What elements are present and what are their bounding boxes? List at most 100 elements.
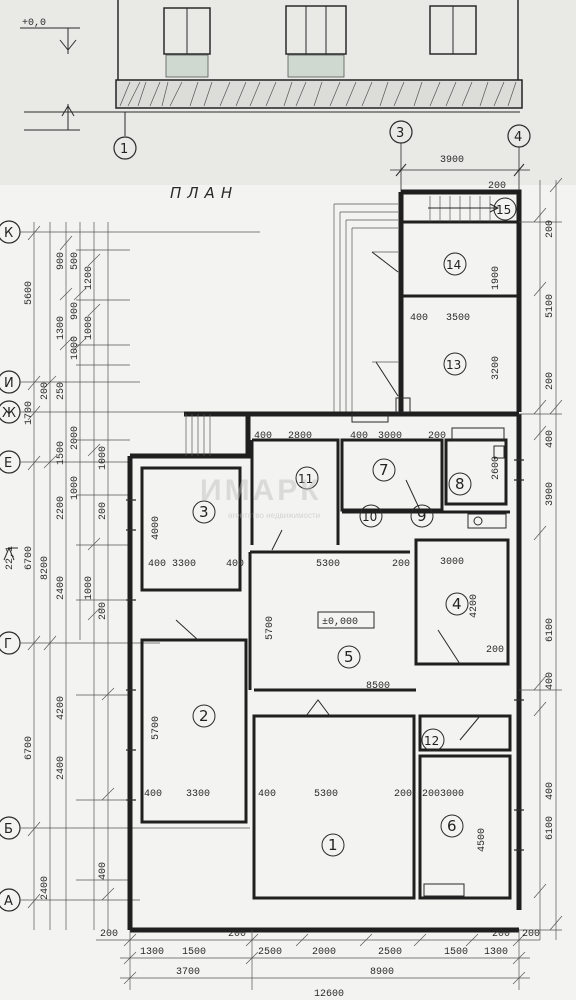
dim-bottom-8: 1500 bbox=[444, 947, 468, 958]
dim-r5-h: 5700 bbox=[265, 616, 276, 640]
watermark-brand: ИМАРК bbox=[200, 474, 322, 507]
dim-left-5: 8200 bbox=[40, 556, 51, 580]
dim-r13-w: 3500 bbox=[446, 313, 470, 324]
dim-r7-l: 400 bbox=[350, 431, 368, 442]
dim-bottom-4: 200 bbox=[228, 929, 246, 940]
room-15-label: 15 bbox=[496, 203, 511, 217]
dim-r2-w: 3300 bbox=[186, 789, 210, 800]
dim-right-4: 400 bbox=[545, 430, 556, 448]
dim-r5-w: 5300 bbox=[316, 559, 340, 570]
room-10-label: 10 bbox=[362, 510, 377, 524]
dim-side-22: 22,1 bbox=[5, 546, 16, 570]
dim-left-27: 200 bbox=[40, 382, 51, 400]
dim-right-1: 200 bbox=[545, 220, 556, 238]
watermark-logo: ИМАРК агентство недвижимости bbox=[200, 474, 322, 520]
dim-left-7: 200 bbox=[98, 502, 109, 520]
axis-label-1: 1 bbox=[120, 142, 128, 157]
left-dimension-lines bbox=[3, 222, 130, 930]
right-dimension-texts: 200 5100 200 400 3900 6100 400 6100 400 bbox=[545, 220, 556, 840]
facade-elevation: +0,0 bbox=[20, 0, 523, 136]
dim-left-9: 2400 bbox=[56, 756, 67, 780]
dim-r6-a: 200 bbox=[422, 789, 440, 800]
dim-r2-h: 5700 bbox=[151, 716, 162, 740]
dim-left-3: 6700 bbox=[24, 546, 35, 570]
dim-r15-stair: 200 bbox=[488, 181, 506, 192]
axis-markers-top: 3900 bbox=[113, 120, 531, 220]
dim-r1-w: 5300 bbox=[314, 789, 338, 800]
dim-r4-a: 200 bbox=[486, 645, 504, 656]
dim-bottom-5: 2500 bbox=[258, 947, 282, 958]
dim-r6-w: 3000 bbox=[440, 789, 464, 800]
room-5-label: 5 bbox=[344, 648, 354, 666]
dim-bottom-11: 200 bbox=[492, 929, 510, 940]
dim-r6-h: 4500 bbox=[477, 828, 488, 852]
dim-left-17: 4200 bbox=[56, 696, 67, 720]
dim-bottom-6: 2000 bbox=[312, 947, 336, 958]
dim-r13-l: 400 bbox=[410, 313, 428, 324]
dim-left-8: 200 bbox=[98, 602, 109, 620]
dim-left-26: 1000 bbox=[70, 476, 81, 500]
right-dimension-lines bbox=[519, 177, 563, 940]
dim-left-16: 1000 bbox=[84, 316, 95, 340]
dim-right-6: 6100 bbox=[545, 618, 556, 642]
room-dimension-texts: 200 1900 3500 3200 400 3000 400 2800 400… bbox=[144, 181, 506, 852]
dim-left-2: 1700 bbox=[24, 401, 35, 425]
dim-right-3: 200 bbox=[545, 372, 556, 390]
dim-r5-b: 8500 bbox=[366, 681, 390, 692]
dim-right-7: 400 bbox=[545, 672, 556, 690]
axis-label-Zh: Ж bbox=[2, 406, 16, 421]
axis-label-3: 3 bbox=[396, 126, 404, 141]
room-11-label: 11 bbox=[298, 472, 313, 486]
dim-r4-h: 4200 bbox=[469, 594, 480, 618]
dim-right-2: 5100 bbox=[545, 294, 556, 318]
room-1-label: 1 bbox=[328, 836, 338, 854]
dim-r3-a: 400 bbox=[148, 559, 166, 570]
room-8-label: 8 bbox=[455, 475, 465, 493]
dim-left-25: 2000 bbox=[70, 426, 81, 450]
dim-bottom-3: 1500 bbox=[182, 947, 206, 958]
dim-r11-w: 2800 bbox=[288, 431, 312, 442]
dim-bottom-7: 2500 bbox=[378, 947, 402, 958]
bottom-dimension-texts: 200 1300 1500 200 2500 2000 2500 1500 13… bbox=[100, 929, 540, 1000]
room-12-label: 12 bbox=[424, 734, 439, 748]
dim-total-2: 8900 bbox=[370, 967, 394, 978]
dim-left-15: 1200 bbox=[84, 266, 95, 290]
dim-left-19: 900 bbox=[56, 252, 67, 270]
room-6-label: 6 bbox=[447, 817, 457, 835]
dim-left-6: 2400 bbox=[40, 876, 51, 900]
dim-bottom-10: 200 bbox=[522, 929, 540, 940]
dim-total-3: 12600 bbox=[314, 989, 344, 1000]
elevation-top-mark: +0,0 bbox=[22, 18, 46, 29]
dim-left-14: 1000 bbox=[98, 446, 109, 470]
axis-label-G: Г bbox=[4, 637, 12, 652]
elevation-mark: ±0,000 bbox=[322, 617, 358, 628]
dim-left-24: 250 bbox=[56, 382, 67, 400]
dim-left-22: 900 bbox=[70, 302, 81, 320]
plan-title: ПЛАН bbox=[170, 184, 238, 202]
room-7-label: 7 bbox=[379, 461, 389, 479]
room-3-label: 3 bbox=[199, 503, 209, 521]
dim-left-1: 5600 bbox=[24, 281, 35, 305]
dim-right-8: 6100 bbox=[545, 816, 556, 840]
dim-left-20: 1300 bbox=[56, 316, 67, 340]
watermark-subtitle: агентство недвижимости bbox=[228, 511, 320, 520]
axis-label-E: Е bbox=[4, 456, 12, 471]
dim-axis-3-4: 3900 bbox=[440, 155, 464, 166]
room-number-circles bbox=[192, 197, 517, 857]
dim-bottom-1: 200 bbox=[100, 929, 118, 940]
dim-right-5: 3900 bbox=[545, 482, 556, 506]
dim-r1-a: 400 bbox=[258, 789, 276, 800]
dim-r1-b: 200 bbox=[394, 789, 412, 800]
dim-r3-b: 400 bbox=[226, 559, 244, 570]
dim-left-23: 1000 bbox=[70, 336, 81, 360]
dim-left-21: 500 bbox=[70, 252, 81, 270]
building-walls bbox=[126, 189, 524, 933]
dim-left-4: 6700 bbox=[24, 736, 35, 760]
dim-right-9: 400 bbox=[545, 782, 556, 800]
dim-left-13: 2400 bbox=[56, 576, 67, 600]
room-14-label: 14 bbox=[446, 258, 461, 272]
dim-r11-l: 400 bbox=[254, 431, 272, 442]
dim-bottom-9: 1300 bbox=[484, 947, 508, 958]
